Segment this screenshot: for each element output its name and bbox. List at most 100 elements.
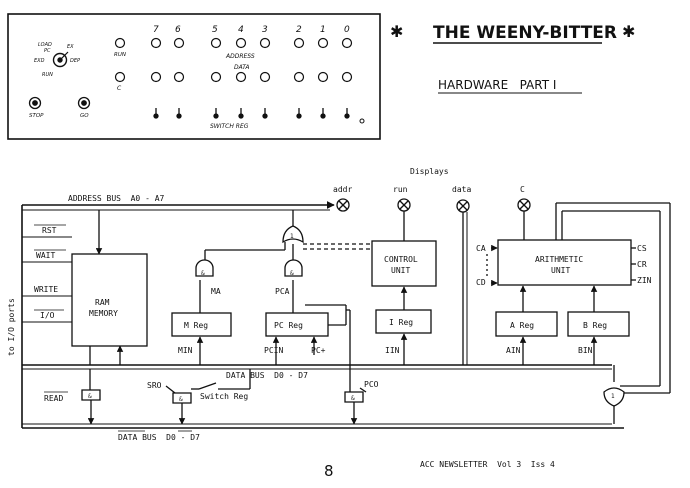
ma-label: MA xyxy=(211,287,221,296)
data-lamp xyxy=(235,71,247,83)
star-left-icon: ✱ xyxy=(390,22,403,41)
pco-gate xyxy=(344,391,364,403)
address-lamp xyxy=(150,37,162,49)
page-number: 8 xyxy=(324,462,334,480)
address-lamp xyxy=(259,37,271,49)
alu-label-2: UNIT xyxy=(551,266,570,275)
svg-text:&: & xyxy=(88,393,92,400)
io-ports-label: to I/O ports xyxy=(7,298,16,356)
toggle-switch xyxy=(344,108,350,119)
block-diagram: Displays addr run data C ADDRESS BUS A0 … xyxy=(7,167,671,442)
cd-label: CD xyxy=(476,278,486,287)
c-lamp-label: C xyxy=(520,185,525,194)
pca-gate xyxy=(284,259,303,277)
bit-5-label: 5 xyxy=(212,25,218,35)
star-right-icon: ✱ xyxy=(622,22,635,41)
toggle-switch xyxy=(176,108,182,119)
data-lamp xyxy=(259,71,271,83)
toggle-switch xyxy=(213,108,219,119)
m-reg-block xyxy=(171,312,232,337)
bit-7-label: 7 xyxy=(153,25,159,35)
data-bus-bar-label: DATA BUS D0 - D7 xyxy=(118,433,200,442)
toggle-switch xyxy=(238,108,244,119)
mode-knob[interactable] xyxy=(52,51,69,68)
ain-label: AIN xyxy=(506,346,521,355)
arithmetic-unit-block xyxy=(497,239,632,286)
stop-button[interactable] xyxy=(28,96,42,110)
address-panel-label: ADDRESS xyxy=(225,53,255,60)
m-reg-label: M Reg xyxy=(184,321,208,330)
wait-signal-label: WAIT xyxy=(36,251,55,260)
switch-reg-label: Switch Reg xyxy=(200,392,248,401)
ram-label-2: MEMORY xyxy=(89,309,118,318)
b-reg-label: B Reg xyxy=(583,321,607,330)
data-lamp-label: data xyxy=(452,185,471,194)
data-lamp xyxy=(341,71,353,83)
toggle-switch xyxy=(262,108,268,119)
svg-text:1: 1 xyxy=(290,233,294,240)
data-lamp xyxy=(150,71,162,83)
pc-plus-label: PC+ xyxy=(311,346,326,355)
i-reg-label: I Reg xyxy=(389,318,413,327)
svg-text:&: & xyxy=(351,395,355,402)
run-display-lamp xyxy=(397,198,411,212)
control-unit-label-2: UNIT xyxy=(391,266,410,275)
svg-text:1: 1 xyxy=(611,393,615,400)
page-subtitle: HARDWARE PART I xyxy=(438,78,556,92)
read-label: READ xyxy=(44,394,63,403)
switch-register-toggles[interactable] xyxy=(153,108,350,119)
page-title: THE WEENY-BITTER xyxy=(433,23,617,43)
address-lamp xyxy=(341,37,353,49)
run-panel-label: RUN xyxy=(114,52,126,58)
i-reg-block xyxy=(375,309,432,334)
go-button[interactable] xyxy=(77,96,91,110)
front-panel: 7 6 5 4 3 2 1 0 RUN ADDRESS DATA xyxy=(7,13,381,140)
knob-exd-label: EXD xyxy=(34,58,45,64)
read-gate xyxy=(81,389,101,401)
address-lamp xyxy=(235,37,247,49)
run-lamp-panel xyxy=(114,37,126,49)
ram-label-1: RAM xyxy=(95,298,110,307)
sro-label: SRO xyxy=(147,381,162,390)
a-reg-label: A Reg xyxy=(510,321,534,330)
bit-4-label: 4 xyxy=(238,25,244,35)
addr-lamp-label: addr xyxy=(333,185,352,194)
panel-screw xyxy=(359,118,365,124)
footer: 8 ACC NEWSLETTER Vol 3 Iss 4 xyxy=(324,460,555,480)
publication-credit: ACC NEWSLETTER Vol 3 Iss 4 xyxy=(420,460,555,469)
zin-label: ZIN xyxy=(637,276,652,285)
knob-ex-label: EX xyxy=(67,44,74,50)
ca-label: CA xyxy=(476,244,486,253)
bit-2-label: 2 xyxy=(296,25,302,35)
data-lamps xyxy=(114,71,353,83)
bit-number-labels: 7 6 5 4 3 2 1 0 xyxy=(153,25,350,35)
min-label: MIN xyxy=(178,346,193,355)
address-lamp xyxy=(293,37,305,49)
toggle-switch xyxy=(320,108,326,119)
displays-label: Displays xyxy=(410,167,449,176)
address-lamp xyxy=(173,37,185,49)
go-label: GO xyxy=(80,113,89,119)
data-lamp xyxy=(173,71,185,83)
data-lamp xyxy=(293,71,305,83)
address-lamp xyxy=(317,37,329,49)
toggle-switch xyxy=(296,108,302,119)
carry-panel-label: C xyxy=(117,85,122,92)
address-bus-label: ADDRESS BUS A0 - A7 xyxy=(68,194,165,203)
stop-label: STOP xyxy=(29,113,44,119)
address-lamps xyxy=(114,37,353,49)
sro-gate xyxy=(172,392,192,404)
bit-6-label: 6 xyxy=(175,25,181,35)
knob-pc-label: PC xyxy=(44,48,51,54)
iin-label: IIN xyxy=(385,346,400,355)
svg-text:&: & xyxy=(179,396,183,403)
run-lamp-label: run xyxy=(393,185,408,194)
pc-reg-label: PC Reg xyxy=(274,321,303,330)
pcin-label: PCIN xyxy=(264,346,283,355)
bit-1-label: 1 xyxy=(320,25,326,35)
bit-0-label: 0 xyxy=(344,25,350,35)
rst-signal-label: RST xyxy=(42,226,57,235)
io-signal-label: I/O xyxy=(40,311,55,320)
toggle-switch xyxy=(153,108,159,119)
